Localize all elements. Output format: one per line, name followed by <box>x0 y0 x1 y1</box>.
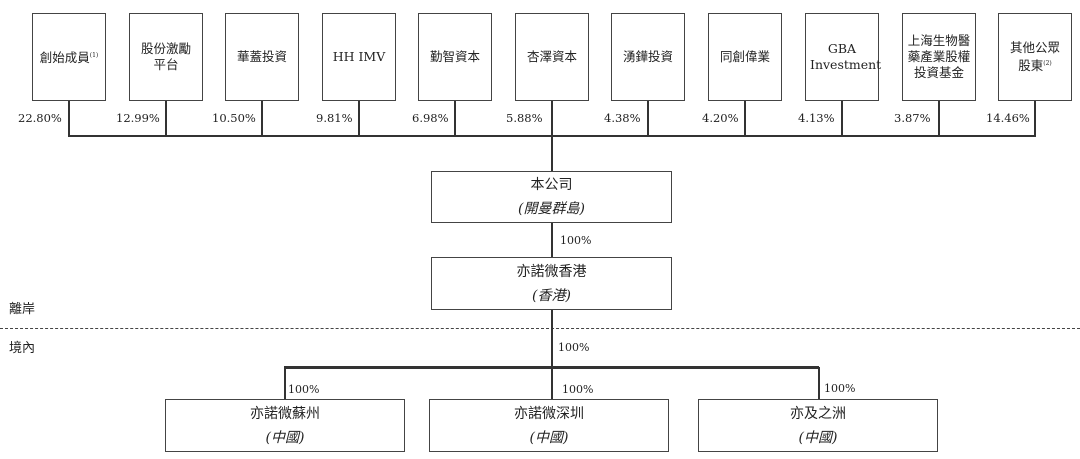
shareholding-pct: 12.99% <box>116 111 160 125</box>
subsidiary-bus-line <box>284 366 819 369</box>
shareholder-box: 湧鏵投資 <box>611 13 685 101</box>
hk-subsidiary-box: 亦諾微香港 (香港) <box>431 257 672 310</box>
shareholding-pct: 4.38% <box>604 111 641 125</box>
shareholder-name: 勤智資本 <box>429 49 480 64</box>
shareholder-name: 上海生物醫藥產業股權投資基金 <box>907 33 971 80</box>
shareholding-pct: 4.13% <box>798 111 835 125</box>
shareholder-name: 股份激勵平台 <box>140 41 191 72</box>
subsidiary-name: 亦諾微蘇州 <box>250 405 320 422</box>
ownership-pct: 100% <box>558 341 590 354</box>
shareholding-pct: 6.98% <box>412 111 449 125</box>
shareholder-box: 勤智資本 <box>418 13 492 101</box>
shareholder-name: 創始成員 <box>39 50 90 66</box>
connector-line <box>358 101 360 136</box>
shareholding-pct: 14.46% <box>986 111 1030 125</box>
connector-line <box>938 101 940 136</box>
subsidiary-box: 亦諾微深圳 (中國) <box>429 399 669 452</box>
shareholder-box-incentive-platform: 股份激勵平台 <box>129 13 203 101</box>
shareholder-name: 杏澤資本 <box>526 49 577 64</box>
connector-line <box>454 101 456 136</box>
hk-name: 亦諾微香港 <box>516 263 587 280</box>
shareholding-pct: 9.81% <box>316 111 353 125</box>
connector-line <box>284 367 286 399</box>
onshore-label: 境內 <box>9 341 36 356</box>
connector-line <box>818 367 820 399</box>
company-location: (開曼群島) <box>518 201 585 217</box>
shareholder-box: 同創偉業 <box>708 13 782 101</box>
hk-location: (香港) <box>532 287 571 304</box>
shareholding-pct: 3.87% <box>894 111 931 125</box>
shareholder-box: 華蓋投資 <box>225 13 299 101</box>
connector-line <box>647 101 649 136</box>
footnote-marker: (2) <box>1043 59 1052 67</box>
connector-line <box>165 101 167 136</box>
shareholder-name: 湧鏵投資 <box>622 49 673 64</box>
connector-line <box>551 310 553 399</box>
shareholder-name: GBA Investment <box>810 41 882 72</box>
shareholding-pct: 5.88% <box>506 111 543 125</box>
subsidiary-location: (中國) <box>529 429 569 446</box>
shareholder-box: 杏澤資本 <box>515 13 589 101</box>
subsidiary-box: 亦諾微蘇州 (中國) <box>165 399 405 452</box>
connector-line <box>1034 101 1036 136</box>
shareholding-pct: 22.80% <box>18 111 62 125</box>
shareholder-box-founders: 創始成員(1) <box>32 13 106 101</box>
shareholding-pct: 10.50% <box>212 111 256 125</box>
ownership-pct: 100% <box>562 383 594 396</box>
subsidiary-name: 亦及之洲 <box>790 405 846 422</box>
shareholder-box: GBA Investment <box>805 13 882 101</box>
footnote-marker: (1) <box>89 51 99 59</box>
ownership-pct: 100% <box>288 383 320 396</box>
shareholder-box: 上海生物醫藥產業股權投資基金 <box>902 13 976 101</box>
shareholder-name: 同創偉業 <box>719 49 770 64</box>
shareholder-name: HH IMV <box>332 49 386 64</box>
shareholder-name: 其他公眾股東 <box>1009 39 1060 74</box>
connector-line <box>744 101 746 136</box>
connector-line <box>551 223 553 258</box>
company-box: 本公司 (開曼群島) <box>431 171 672 223</box>
offshore-onshore-divider <box>0 328 1080 329</box>
shareholder-name: 華蓋投資 <box>236 49 287 64</box>
shareholding-pct: 4.20% <box>702 111 739 125</box>
subsidiary-box: 亦及之洲 (中國) <box>698 399 938 452</box>
company-name: 本公司 <box>530 177 573 193</box>
ownership-pct: 100% <box>560 234 592 247</box>
connector-line <box>261 101 263 136</box>
shareholder-bus-line <box>68 135 1036 137</box>
subsidiary-location: (中國) <box>265 429 305 446</box>
connector-line <box>68 101 70 136</box>
connector-line <box>841 101 843 136</box>
ownership-pct: 100% <box>824 382 856 395</box>
subsidiary-location: (中國) <box>798 429 838 446</box>
offshore-label: 離岸 <box>9 302 36 317</box>
shareholder-box: HH IMV <box>322 13 396 101</box>
subsidiary-name: 亦諾微深圳 <box>514 405 584 422</box>
shareholder-box-public: 其他公眾股東(2) <box>998 13 1072 101</box>
